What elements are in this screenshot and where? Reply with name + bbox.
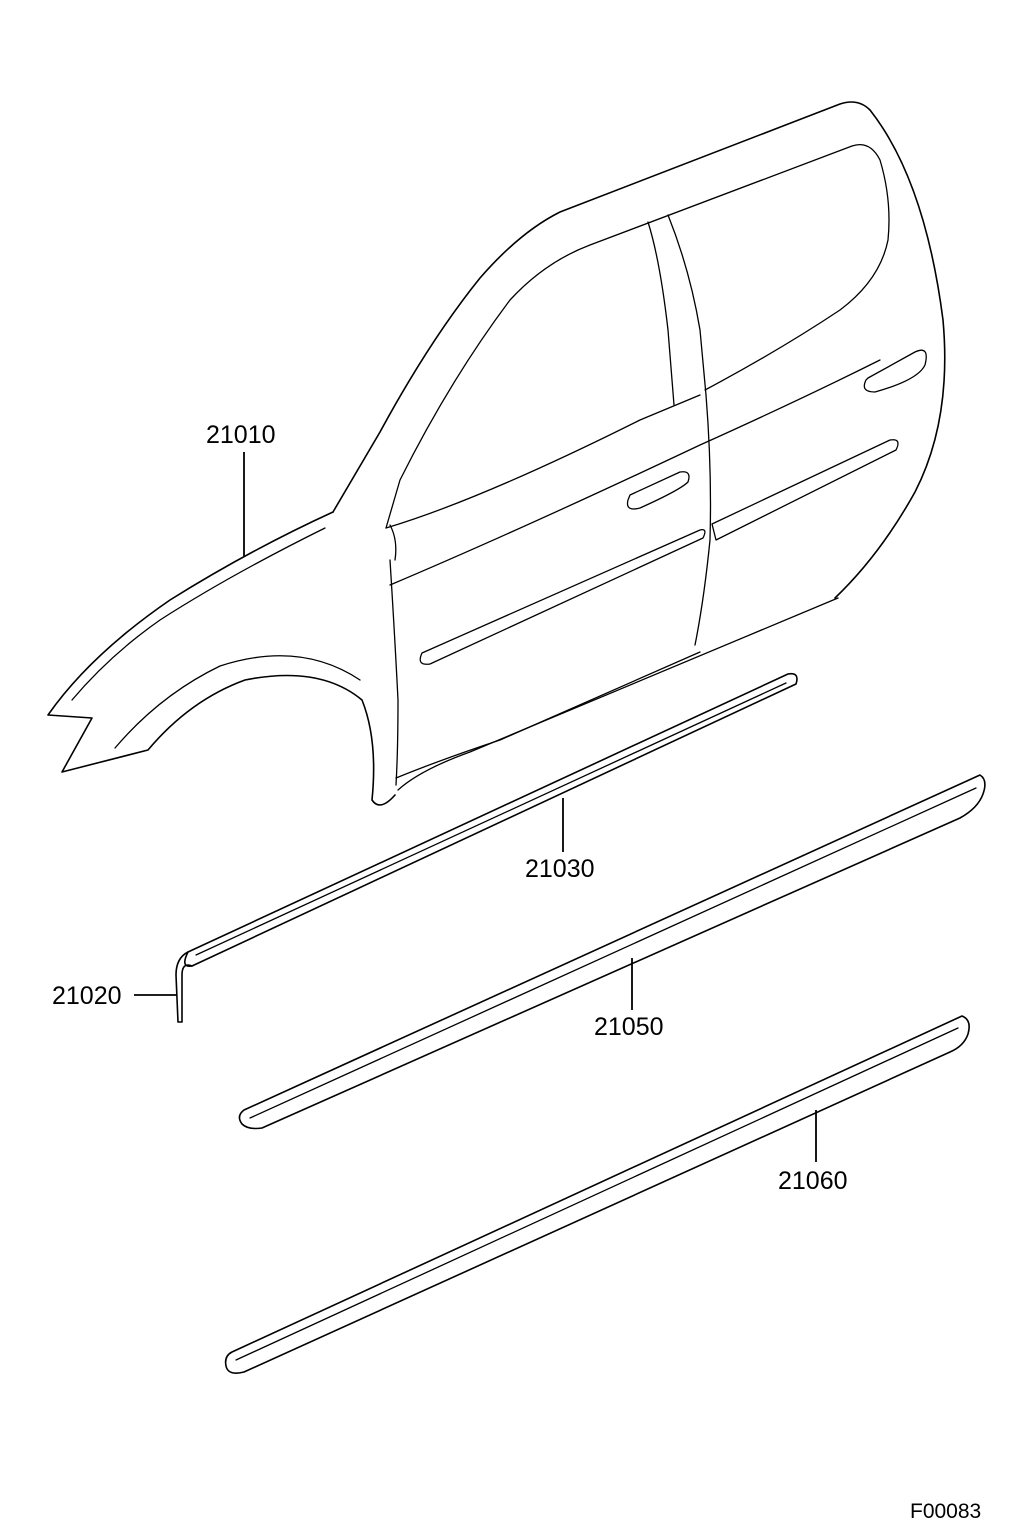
- front-window-edge: [385, 394, 701, 529]
- front-fender-outline: [47, 511, 396, 806]
- fender-crease: [71, 527, 326, 701]
- front-door-molding-on-car: [419, 529, 706, 665]
- callout-21020: 21020: [52, 982, 122, 1010]
- sill-line-lower: [395, 651, 701, 779]
- body-outline: [332, 101, 946, 599]
- callout-21060: 21060: [778, 1167, 848, 1195]
- molding-21060-inner: [235, 1027, 959, 1361]
- callout-21030: 21030: [525, 855, 595, 883]
- sill-line: [397, 597, 839, 791]
- molding-21050-inner: [249, 787, 977, 1119]
- front-door-leading-edge: [389, 559, 399, 786]
- belt-line: [389, 359, 881, 586]
- callout-21050: 21050: [594, 1013, 664, 1041]
- molding-21060: [224, 1015, 970, 1374]
- a-pillar-line: [389, 524, 397, 561]
- molding-21030: [184, 672, 798, 968]
- figure-code: F00083: [910, 1500, 981, 1523]
- molding-21050: [238, 774, 986, 1130]
- rear-door-molding-on-car: [711, 439, 899, 541]
- door-gap-line: [694, 394, 712, 646]
- b-pillar-rear: [667, 214, 707, 396]
- wheel-arch-line: [114, 655, 361, 749]
- molding-21020: [175, 951, 193, 1023]
- molding-21030-inner: [195, 682, 787, 956]
- roof-inner-line: [385, 143, 890, 529]
- callout-21010: 21010: [206, 421, 276, 449]
- vehicle-body-side: [47, 101, 946, 806]
- b-pillar-front: [647, 221, 675, 406]
- rear-door-handle: [863, 349, 927, 393]
- front-door-handle: [626, 471, 690, 510]
